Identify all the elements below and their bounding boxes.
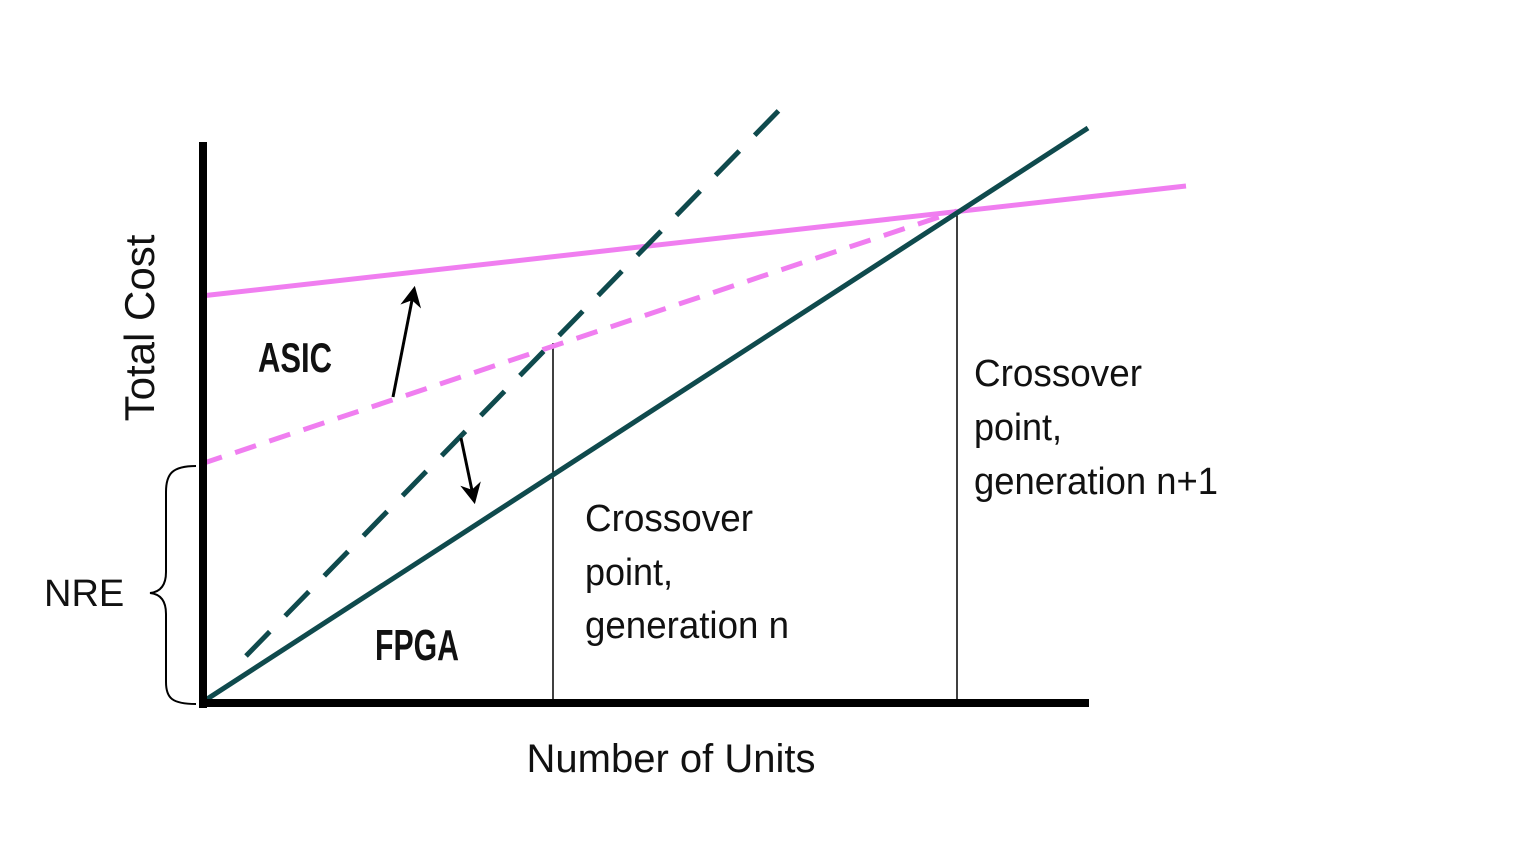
asic-cost-line-generation-n bbox=[200, 208, 958, 467]
asic-cost-line-generation-n1 bbox=[200, 183, 1187, 299]
crossover-n-label-line1: Crossover bbox=[585, 498, 753, 540]
crossover-n-label-line2: point, bbox=[585, 552, 673, 594]
crossover-n1-label-line2: point, bbox=[974, 407, 1062, 449]
fpga-cost-line-generation-n1 bbox=[199, 125, 1090, 706]
arrow-up-icon bbox=[391, 285, 422, 398]
crossover-n-label-line3: generation n bbox=[585, 605, 789, 647]
curly-brace-icon bbox=[149, 465, 197, 705]
crossover-n1-label-line1: Crossover bbox=[974, 353, 1142, 395]
x-axis-title: Number of Units bbox=[527, 737, 816, 781]
crossover-n1-label-line3: generation n+1 bbox=[974, 461, 1218, 503]
asic-label: ASIC bbox=[258, 334, 332, 381]
y-axis-title: Total Cost bbox=[116, 234, 163, 421]
nre-label: NRE bbox=[44, 573, 124, 615]
fpga-cost-line-generation-n bbox=[244, 95, 794, 658]
arrow-down-icon bbox=[459, 437, 481, 505]
fpga-label: FPGA bbox=[375, 621, 459, 670]
